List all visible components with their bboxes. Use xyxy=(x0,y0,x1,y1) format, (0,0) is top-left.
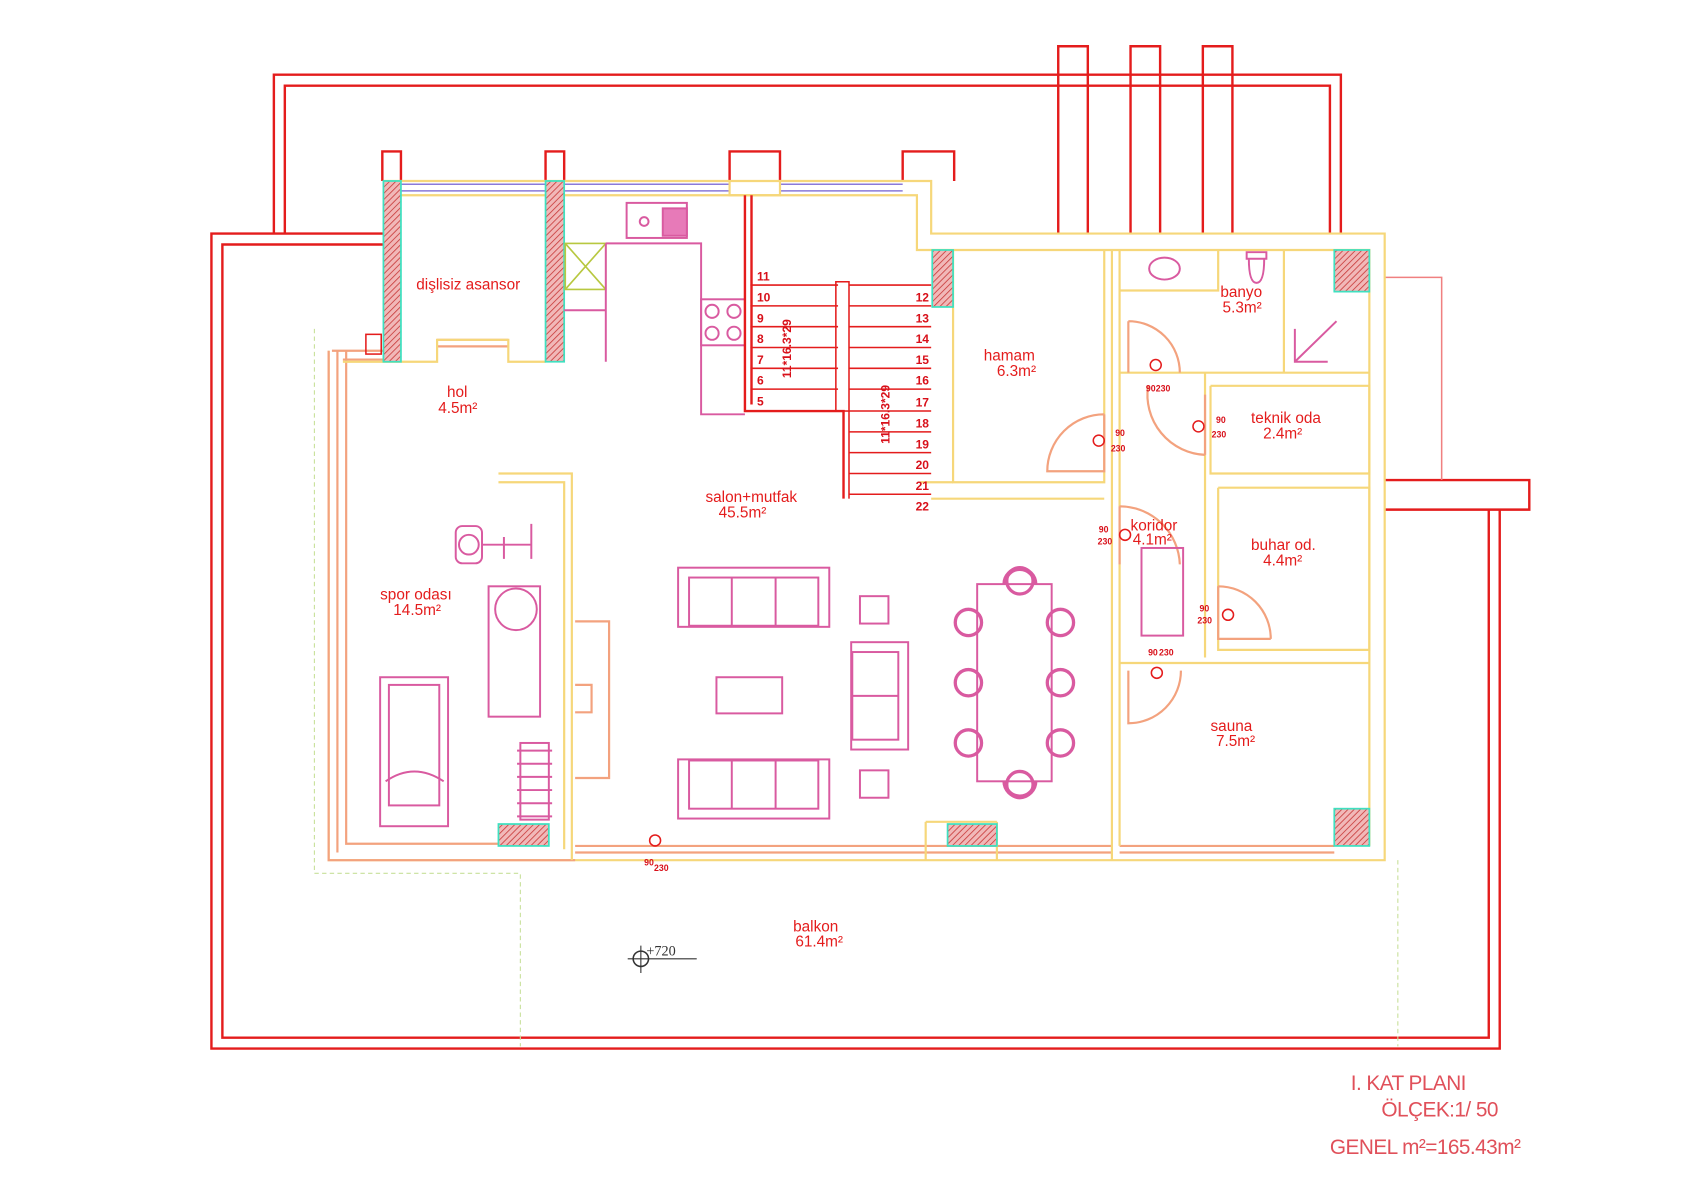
stove-burner-icon xyxy=(704,303,720,319)
door-height: 230 xyxy=(1098,537,1113,547)
room-name: hamam xyxy=(984,348,1035,365)
level-mark: +720 xyxy=(646,943,675,959)
shower-icon xyxy=(1293,320,1338,363)
bathroom-fixtures xyxy=(1140,251,1338,637)
room-area: 4.1m² xyxy=(1133,532,1172,549)
room-area: 5.3m² xyxy=(1223,299,1262,316)
stair-step-number: 6 xyxy=(757,374,764,388)
dining-chairs xyxy=(953,566,1076,800)
stair-step-number: 20 xyxy=(916,458,930,472)
door-width: 90 xyxy=(644,858,654,868)
door-height: 230 xyxy=(1111,444,1126,454)
stair-step-number: 5 xyxy=(757,395,764,409)
stair-step-number: 19 xyxy=(916,437,930,451)
stair-step-number: 8 xyxy=(757,332,764,346)
door-width: 90 xyxy=(1146,383,1156,393)
room-name: salon+mutfak xyxy=(705,489,797,506)
stair-step-number: 18 xyxy=(916,416,930,430)
treadmill-icon xyxy=(379,676,450,828)
plan-scale: ÖLÇEK:1/ 50 xyxy=(1381,1099,1498,1122)
stair-step-number: 7 xyxy=(757,353,764,367)
stair-spec-label: 11*16.3*29 xyxy=(879,385,893,444)
armchair-sofa xyxy=(850,641,910,751)
stair-step-number: 13 xyxy=(916,311,930,325)
room-name: balkon xyxy=(793,918,838,935)
stair-step-number: 11 xyxy=(757,270,770,284)
door-width: 90 xyxy=(1148,647,1158,657)
room-name: banyo xyxy=(1220,284,1262,301)
door-height: 230 xyxy=(1156,383,1171,393)
room-area: 61.4m² xyxy=(795,934,843,951)
weight-bench-icon xyxy=(487,585,542,718)
room-name: koridor xyxy=(1131,517,1178,534)
room-name: buhar od. xyxy=(1251,537,1316,554)
stair-step-number: 16 xyxy=(916,374,930,388)
living-furniture xyxy=(677,566,1076,820)
building-walls xyxy=(327,179,1386,862)
sofa xyxy=(677,758,831,820)
room-name: sauna xyxy=(1211,718,1253,735)
door-height: 230 xyxy=(1212,429,1227,439)
door-width: 90 xyxy=(1200,604,1210,614)
doors xyxy=(1046,320,1272,725)
stair-spec-label: 11*16.3*29 xyxy=(780,319,794,378)
plan-title: I. KAT PLANI xyxy=(1351,1072,1466,1095)
stair-step-number: 14 xyxy=(916,332,930,346)
stair-step-number: 15 xyxy=(916,353,930,367)
side-table xyxy=(858,769,890,799)
gym-equipment xyxy=(379,523,553,828)
exercise-bike-icon xyxy=(454,523,533,565)
stair-step-number: 21 xyxy=(916,479,930,493)
door-height: 230 xyxy=(1159,647,1174,657)
room-name: hol xyxy=(447,384,467,401)
room-area: 14.5m² xyxy=(393,602,441,619)
toilet-icon xyxy=(1245,251,1268,284)
sink-icon xyxy=(638,216,650,227)
room-name: dişlisiz asansor xyxy=(416,276,520,293)
room-area: 45.5m² xyxy=(719,504,767,521)
level-marker: +720 xyxy=(627,943,697,974)
door-width: 90 xyxy=(1216,415,1226,425)
balcony-edge xyxy=(313,328,1399,1047)
top-piers xyxy=(381,150,956,181)
room-area: 6.3m² xyxy=(997,363,1036,380)
room-area: 4.5m² xyxy=(438,400,477,417)
dining-table xyxy=(976,583,1053,783)
sofa xyxy=(677,566,831,628)
side-table xyxy=(858,595,890,625)
coffee-table xyxy=(715,676,784,715)
door-width: 90 xyxy=(1099,525,1109,535)
door-width: 90 xyxy=(1115,428,1125,438)
stair-step-number: 12 xyxy=(916,290,930,304)
room-area: 7.5m² xyxy=(1216,733,1255,750)
chimneys xyxy=(1057,45,1234,234)
dumbbell-rack-icon xyxy=(517,741,553,821)
room-area: 4.4m² xyxy=(1263,552,1302,569)
elevator-shaft xyxy=(365,242,607,355)
total-area: GENEL m²=165.43m² xyxy=(1330,1136,1521,1159)
stair-step-number: 10 xyxy=(757,290,771,304)
kitchen-counter xyxy=(564,201,746,416)
stair-step-number: 22 xyxy=(916,500,930,514)
columns xyxy=(382,180,1371,847)
stair-step-number: 17 xyxy=(916,396,930,410)
room-name: teknik oda xyxy=(1251,410,1321,427)
staircase: 11 10 9 8 7 6 5 12 13 14 15 16 17 18 19 … xyxy=(743,195,932,514)
stair-step-number: 9 xyxy=(757,311,764,325)
door-height: 230 xyxy=(654,863,669,873)
title-block: I. KAT PLANI ÖLÇEK:1/ 50 GENEL m²=165.43… xyxy=(1330,1072,1522,1159)
room-area: 2.4m² xyxy=(1263,425,1302,442)
room-labels: dişlisiz asansor hol 4.5m² spor odası 14… xyxy=(380,276,1321,950)
room-name: spor odası xyxy=(380,586,452,603)
washbasin-icon xyxy=(1148,256,1181,281)
balcony-parapet xyxy=(210,73,1531,1050)
door-height: 230 xyxy=(1197,616,1212,626)
